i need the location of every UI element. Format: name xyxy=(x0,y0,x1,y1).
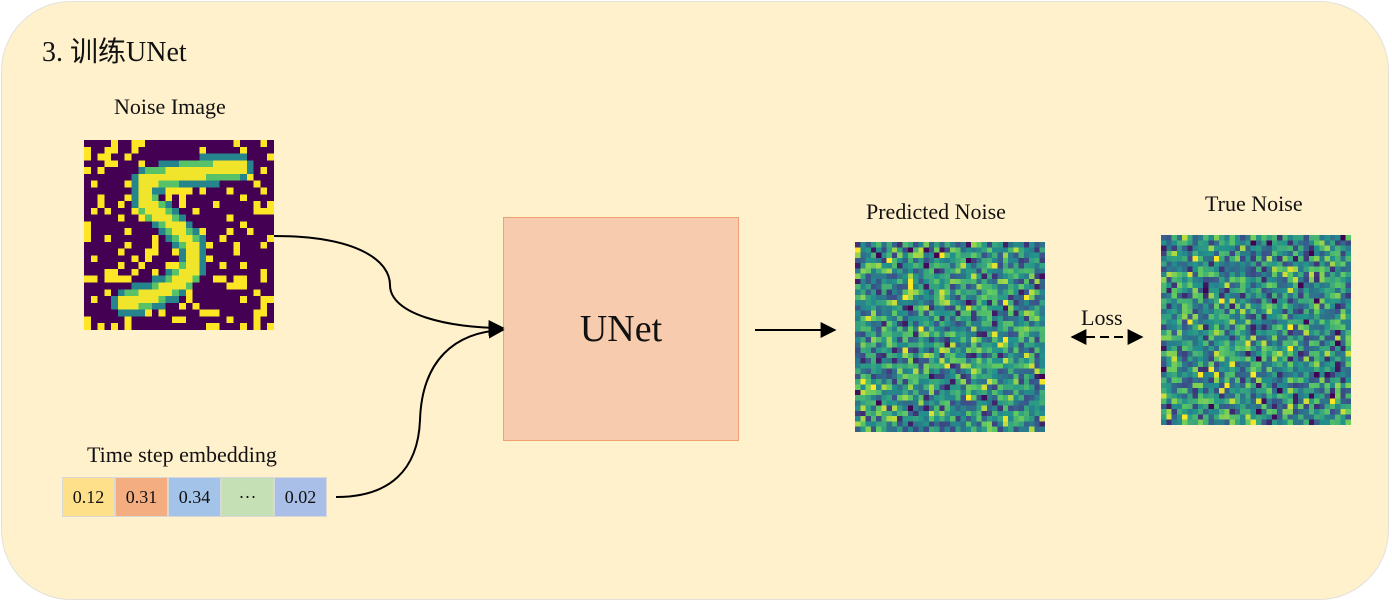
time-step-embedding-vector: 0.12 0.31 0.34 ··· 0.02 xyxy=(62,477,327,517)
true-noise-image xyxy=(1161,235,1351,425)
noise-image-label: Noise Image xyxy=(114,94,226,119)
predicted-noise-label: Predicted Noise xyxy=(866,199,1006,224)
embedding-cell: 0.31 xyxy=(115,477,168,517)
embedding-cell: 0.02 xyxy=(274,477,327,517)
embedding-cell: 0.12 xyxy=(62,477,115,517)
time-step-embedding-label: Time step embedding xyxy=(87,442,277,467)
loss-label: Loss xyxy=(1081,305,1123,330)
embedding-cell: ··· xyxy=(221,477,274,517)
noise-image xyxy=(84,140,274,330)
noise-image-to-unet-arrow xyxy=(273,235,505,336)
unet-label: UNet xyxy=(579,308,663,350)
embedding-cell: 0.34 xyxy=(168,477,221,517)
diagram-title: 3. 训练UNet xyxy=(42,37,187,68)
true-noise-label: True Noise xyxy=(1205,191,1303,216)
predicted-noise-image xyxy=(855,242,1045,432)
embedding-to-unet-arrow xyxy=(335,322,505,498)
